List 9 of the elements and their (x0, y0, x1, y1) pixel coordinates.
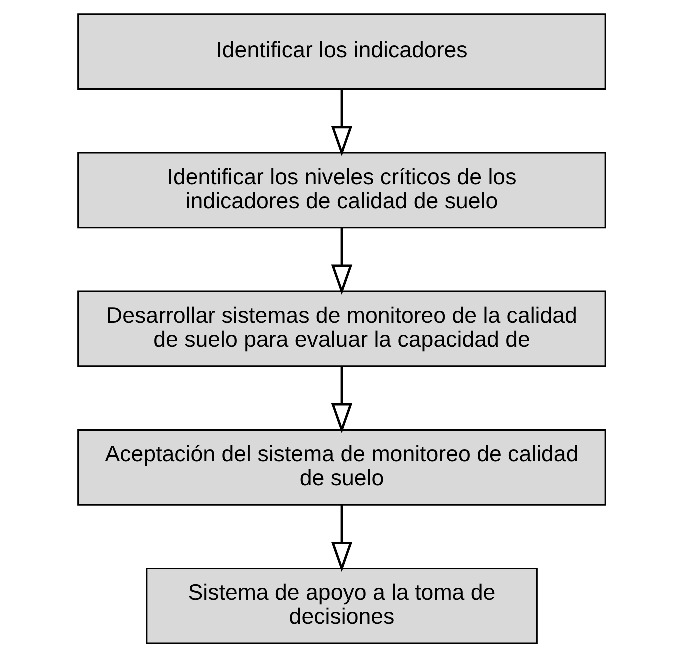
node-box: Identificar los niveles críticos de los indicadores de calidad de suelo (77, 152, 606, 229)
arrow (330, 228, 352, 296)
node-box: Aceptación del sistema de monitoreo de calidad de suelo (77, 429, 606, 506)
arrow (330, 366, 352, 434)
arrow (330, 505, 352, 572)
node-box: Desarrollar sistemas de monitoreo de la calidad de suelo para evaluar la capacidad de (77, 290, 606, 368)
arrow (330, 90, 352, 157)
node-box: Sistema de apoyo a la toma de decisiones (146, 568, 538, 644)
node-box: Identificar los indicadores (77, 14, 606, 90)
